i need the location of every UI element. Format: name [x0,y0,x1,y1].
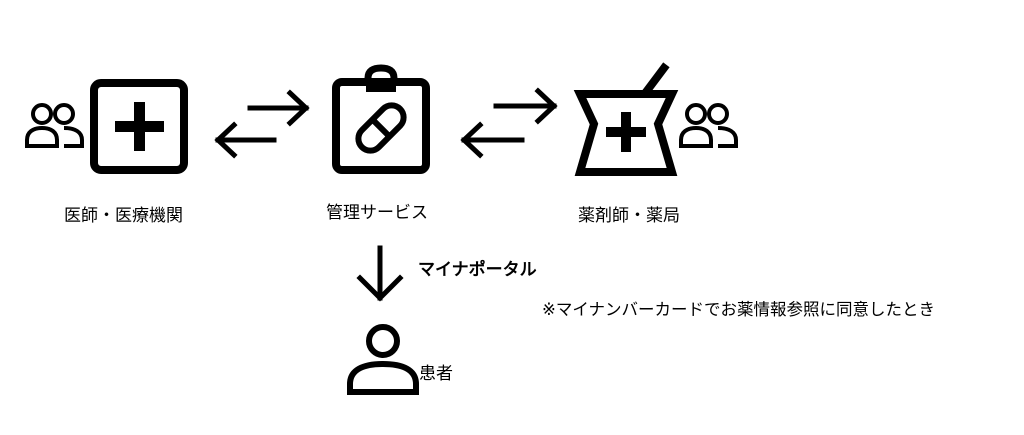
myna-portal-label: マイナポータル [418,260,537,280]
pharmacy-label: 薬剤師・薬局 [578,206,680,226]
doctor-label: 医師・医療機関 [64,206,183,226]
service-label: 管理サービス [326,203,428,223]
bidirectional-arrow-icon [214,89,310,159]
mortar-pestle-icon [573,62,679,176]
pharmacist-person-icon [679,103,738,148]
consent-note: ※マイナンバーカードでお薬情報参照に同意したとき [542,300,935,319]
medical-cross-icon [90,79,188,174]
doctor-person-icon [25,103,84,148]
patient-label: 患者 [419,364,453,384]
down-arrow-icon [356,245,404,302]
clipboard-pill-icon [332,64,430,174]
patient-person-icon [347,324,419,395]
bidirectional-arrow-icon [460,87,558,159]
